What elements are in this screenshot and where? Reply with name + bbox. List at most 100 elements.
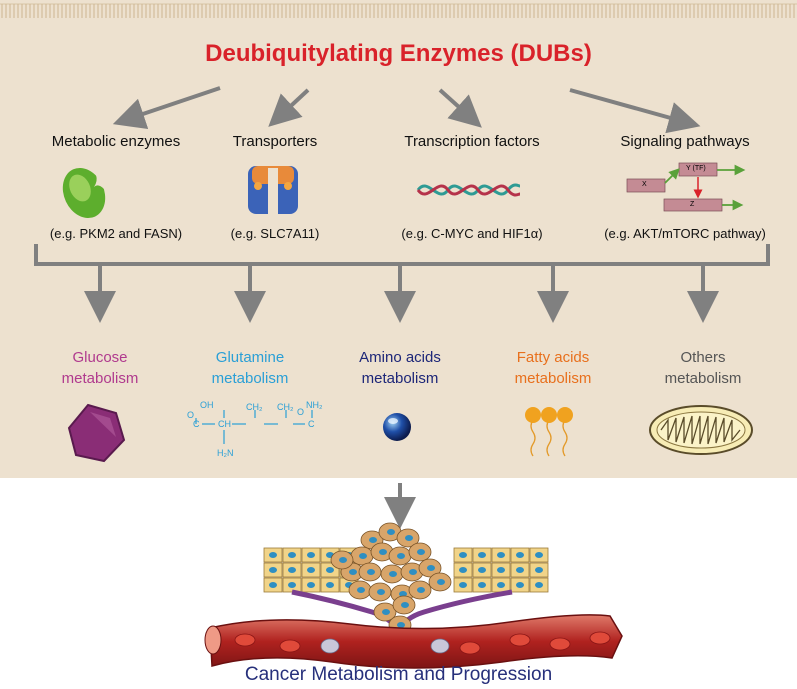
arrow-to-metabolic-enzymes bbox=[112, 86, 221, 130]
fatty-acid-icon bbox=[525, 407, 573, 457]
example-metabolic-enzymes: (e.g. PKM2 and FASN) bbox=[49, 226, 183, 241]
red-blood-cell bbox=[234, 633, 256, 647]
metabolism-others-line2: metabolism bbox=[664, 370, 742, 387]
tumor-nucleus bbox=[417, 549, 425, 555]
cell-nucleus bbox=[516, 567, 524, 573]
example-transporters: (e.g. SLC7A11) bbox=[230, 226, 320, 241]
example-transcription-factors: (e.g. C-MYC and HIF1α) bbox=[401, 226, 543, 241]
metabolism-fatty-acids: Fatty acids metabolism bbox=[515, 347, 592, 389]
cell-nucleus bbox=[288, 552, 296, 558]
white-blood-cell bbox=[430, 638, 450, 654]
cell-nucleus bbox=[459, 567, 467, 573]
red-blood-cell bbox=[589, 631, 611, 645]
category-signaling-pathways: Signaling pathways bbox=[620, 133, 750, 150]
category-transporters: Transporters bbox=[232, 133, 318, 150]
tumor-nucleus bbox=[382, 609, 390, 615]
tumor-nucleus bbox=[369, 537, 377, 543]
glutamine-nh2: NH₂ bbox=[306, 400, 323, 410]
fringe-decoration bbox=[0, 0, 797, 22]
tumor-nucleus bbox=[399, 591, 407, 597]
white-blood-cell bbox=[320, 638, 340, 654]
arrow-to-transcription-factors bbox=[438, 88, 482, 128]
tumor-nucleus bbox=[437, 579, 445, 585]
tumor-nucleus bbox=[387, 529, 395, 535]
metabolism-glucose-line1: Glucose bbox=[72, 349, 128, 366]
tumor-nucleus bbox=[409, 569, 417, 575]
glutamine-ch2b: CH₂ bbox=[277, 402, 294, 412]
metabolism-amino-acids-line2: metabolism bbox=[361, 370, 439, 387]
tumor-nucleus bbox=[397, 622, 405, 628]
tumor-nucleus bbox=[397, 553, 405, 559]
glutamine-o1: O bbox=[187, 410, 195, 420]
cell-nucleus bbox=[307, 567, 315, 573]
cell-nucleus bbox=[478, 567, 486, 573]
red-blood-cell bbox=[279, 639, 301, 653]
metabolism-others: Others metabolism bbox=[665, 347, 742, 389]
dub-arrows bbox=[112, 86, 701, 134]
glutamine-c2: C bbox=[308, 419, 315, 429]
cell-nucleus bbox=[288, 567, 296, 573]
tumor-nucleus bbox=[405, 535, 413, 541]
cell-nucleus bbox=[516, 552, 524, 558]
category-transcription-factors: Transcription factors bbox=[404, 133, 540, 150]
glucose-hexagon-icon bbox=[67, 403, 126, 463]
cell-nucleus bbox=[497, 552, 505, 558]
metabolism-glutamine-line2: metabolism bbox=[211, 370, 289, 387]
cell-nucleus bbox=[516, 582, 524, 588]
bottom-title: Cancer Metabolism and Progression bbox=[244, 664, 553, 685]
metabolism-glucose-line2: metabolism bbox=[61, 370, 139, 387]
arrow-to-transporters bbox=[268, 88, 310, 127]
cell-nucleus bbox=[269, 552, 277, 558]
cell-nucleus bbox=[326, 582, 334, 588]
signaling-node-x: X bbox=[642, 181, 647, 188]
signaling-node-y: Y (TF) bbox=[686, 165, 706, 172]
dna-icon bbox=[416, 183, 521, 197]
tumor-nucleus bbox=[389, 571, 397, 577]
signaling-node-z: Z bbox=[690, 201, 695, 208]
metabolism-others-line1: Others bbox=[680, 349, 726, 366]
glutamine-ch2a: CH₂ bbox=[246, 402, 263, 412]
glutamine-c1: C bbox=[193, 419, 200, 429]
convergence-bracket bbox=[34, 244, 770, 323]
metabolism-fatty-acids-line2: metabolism bbox=[514, 370, 592, 387]
diagram-title: Deubiquitylating Enzymes (DUBs) bbox=[205, 40, 592, 67]
metabolism-amino-acids-line1: Amino acids bbox=[359, 349, 441, 366]
metabolism-glutamine: Glutamine metabolism bbox=[212, 347, 289, 389]
cell-nucleus bbox=[535, 567, 543, 573]
cancer-tissue-illustration bbox=[204, 522, 623, 669]
cell-nucleus bbox=[307, 552, 315, 558]
glutamine-h2n: H₂N bbox=[217, 448, 234, 458]
signaling-diagram bbox=[626, 162, 746, 212]
red-blood-cell bbox=[509, 633, 531, 647]
top-panel bbox=[0, 0, 797, 478]
example-signaling-pathways: (e.g. AKT/mTORC pathway) bbox=[604, 226, 766, 241]
tumor-nucleus bbox=[377, 589, 385, 595]
red-blood-cell bbox=[549, 637, 571, 651]
glutamine-o2: O bbox=[297, 407, 305, 417]
cell-nucleus bbox=[459, 552, 467, 558]
cell-nucleus bbox=[269, 567, 277, 573]
cell-nucleus bbox=[478, 552, 486, 558]
amino-acid-sphere-icon bbox=[383, 413, 411, 441]
tumor-nucleus bbox=[367, 569, 375, 575]
glutamine-oh: OH bbox=[200, 400, 214, 410]
tumor-nucleus bbox=[417, 587, 425, 593]
metabolism-fatty-acids-line1: Fatty acids bbox=[516, 349, 590, 366]
tumor-nucleus bbox=[359, 553, 367, 559]
arrow-to-signaling-pathways bbox=[569, 88, 701, 134]
tumor-nucleus bbox=[401, 602, 409, 608]
metabolism-glutamine-line1: Glutamine bbox=[215, 349, 285, 366]
cell-nucleus bbox=[459, 582, 467, 588]
tumor-nucleus bbox=[349, 569, 357, 575]
cell-nucleus bbox=[478, 582, 486, 588]
metabolism-amino-acids: Amino acids metabolism bbox=[359, 347, 441, 389]
enzyme-icon bbox=[62, 167, 106, 219]
cell-nucleus bbox=[497, 567, 505, 573]
transporter-icon bbox=[248, 166, 298, 214]
metabolism-glucose: Glucose metabolism bbox=[62, 347, 139, 389]
tumor-nucleus bbox=[427, 565, 435, 571]
cell-nucleus bbox=[535, 582, 543, 588]
mitochondrion-icon bbox=[649, 405, 753, 455]
red-blood-cell bbox=[459, 641, 481, 655]
